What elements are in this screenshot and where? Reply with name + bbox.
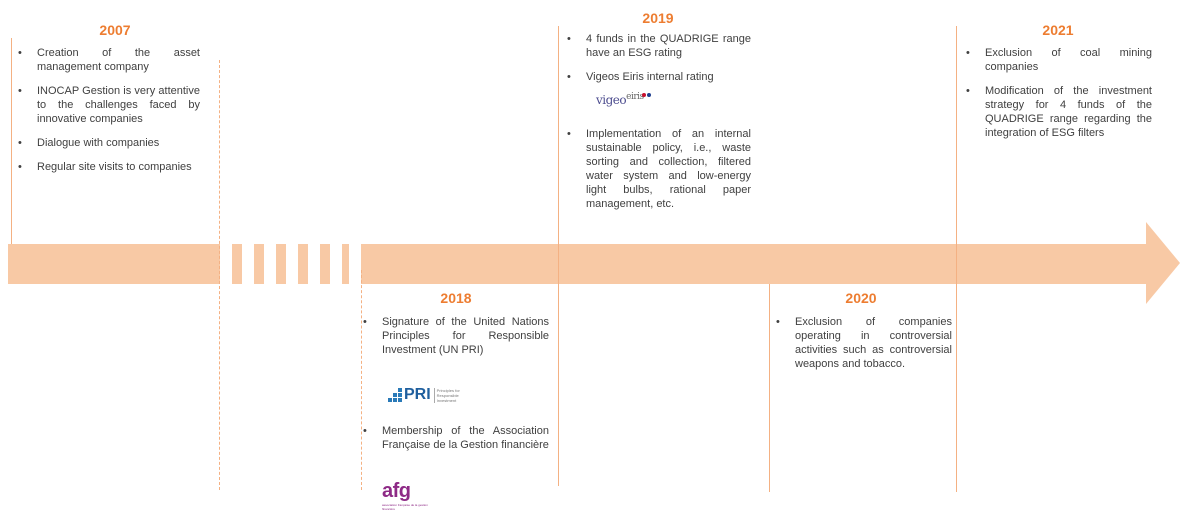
year-2020: 2020 [845,290,877,306]
event-list-2018: Signature of the United Nations Principl… [359,315,549,367]
pri-squares-icon [388,388,402,402]
divider-2007 [11,38,12,244]
divider-2019 [558,26,559,486]
event-list-2019-policy: Implementation of an internal sustainabl… [563,127,751,221]
list-item: Exclusion of companies operating in cont… [772,315,952,371]
divider-2020 [769,284,770,492]
list-item: 4 funds in the QUADRIGE range have an ES… [563,32,751,60]
year-2021: 2021 [1042,22,1074,38]
timeline-break-gap [242,244,254,284]
vigeo-eiris-logo: vigeoeiris [596,92,651,107]
event-list-2007: Creation of the asset management company… [14,46,200,184]
list-item: INOCAP Gestion is very attentive to the … [14,84,200,126]
list-item: Implementation of an internal sustainabl… [563,127,751,211]
timeline-break-gap [220,244,232,284]
list-item: Signature of the United Nations Principl… [359,315,549,357]
list-item: Dialogue with companies [14,136,200,150]
list-item: Regular site visits to companies [14,160,200,174]
event-list-2019: 4 funds in the QUADRIGE range have an ES… [563,32,751,94]
year-2019: 2019 [642,10,674,26]
list-item: Vigeos Eiris internal rating [563,70,751,84]
timeline-break-gap [286,244,298,284]
divider-2018 [361,270,362,490]
year-2018: 2018 [440,290,472,306]
timeline-break-gap [330,244,342,284]
event-list-2020: Exclusion of companies operating in cont… [772,315,952,381]
divider-dashed-left [219,60,220,490]
pri-logo: PRI Principles for Responsible Investmen… [388,386,463,404]
timeline-break-gap [264,244,276,284]
afg-logo: afg association française de la gestion … [382,480,428,511]
list-item: Membership of the Association Française … [359,424,549,452]
event-list-2018-afg: Membership of the Association Française … [359,424,549,462]
list-item: Exclusion of coal mining companies [962,46,1152,74]
timeline-break-gap [308,244,320,284]
year-2007: 2007 [99,22,131,38]
divider-2021 [956,26,957,492]
timeline-arrow [8,244,1148,284]
list-item: Modification of the investment strategy … [962,84,1152,140]
event-list-2021: Exclusion of coal mining companies Modif… [962,46,1152,150]
timeline-arrow-head [1146,222,1180,304]
timeline-break-gap [349,244,361,284]
list-item: Creation of the asset management company [14,46,200,74]
